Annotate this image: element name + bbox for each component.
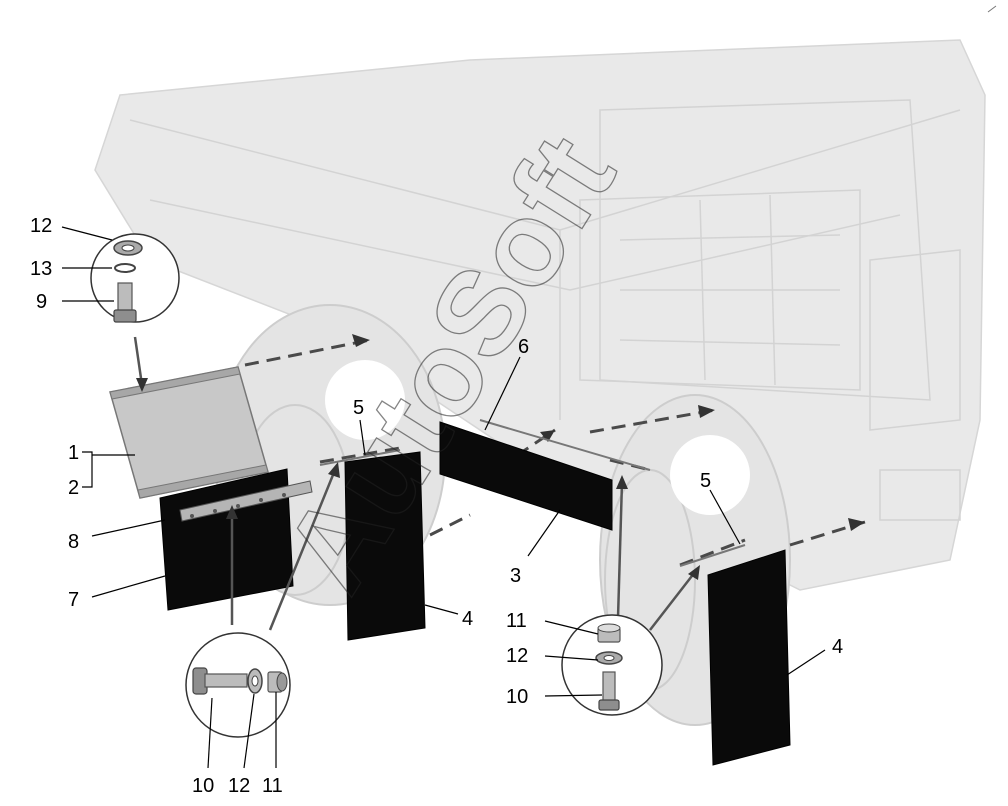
bolt-icon	[117, 282, 133, 314]
fastener-inset-top	[90, 233, 180, 323]
front-mudflap	[679, 544, 791, 766]
corner-mark	[987, 5, 997, 13]
bolt-icon	[602, 671, 616, 703]
callout-10-bottom: 10	[192, 775, 214, 797]
callout-6: 6	[518, 336, 529, 358]
callout-11-bottom: 11	[262, 775, 283, 797]
callout-12-top: 12	[30, 215, 52, 237]
callout-12-bottom: 12	[228, 775, 250, 797]
callout-5-front: 5	[700, 470, 711, 492]
callout-11-right: 11	[506, 610, 527, 632]
fastener-inset-bottom-left	[185, 632, 291, 738]
connector-lines	[133, 336, 700, 631]
callout-labels: 12 13 9 1 2 8 7 5 6 4 3 5 11 12 10 4 10 …	[30, 215, 843, 797]
rear-left-mudflap	[159, 468, 313, 611]
callout-2: 2	[68, 477, 79, 499]
callout-1: 1	[68, 442, 79, 464]
callout-8: 8	[68, 531, 79, 553]
callout-3: 3	[510, 565, 521, 587]
callout-13: 13	[30, 258, 52, 280]
callout-7: 7	[68, 589, 79, 611]
center-horizontal-flap	[439, 419, 651, 531]
leader-lines	[61, 226, 826, 769]
callout-9: 9	[36, 291, 47, 313]
rear-right-mudflap	[319, 449, 426, 641]
callout-10-right: 10	[506, 686, 528, 708]
spring-washer-icon	[114, 263, 136, 273]
fastener-inset-bottom-right	[561, 614, 663, 716]
mudguard-panel	[109, 366, 269, 499]
callout-4-front: 4	[832, 636, 843, 658]
callout-4-rear: 4	[462, 608, 473, 630]
callout-5-rear: 5	[353, 397, 364, 419]
callout-12-right: 12	[506, 645, 528, 667]
